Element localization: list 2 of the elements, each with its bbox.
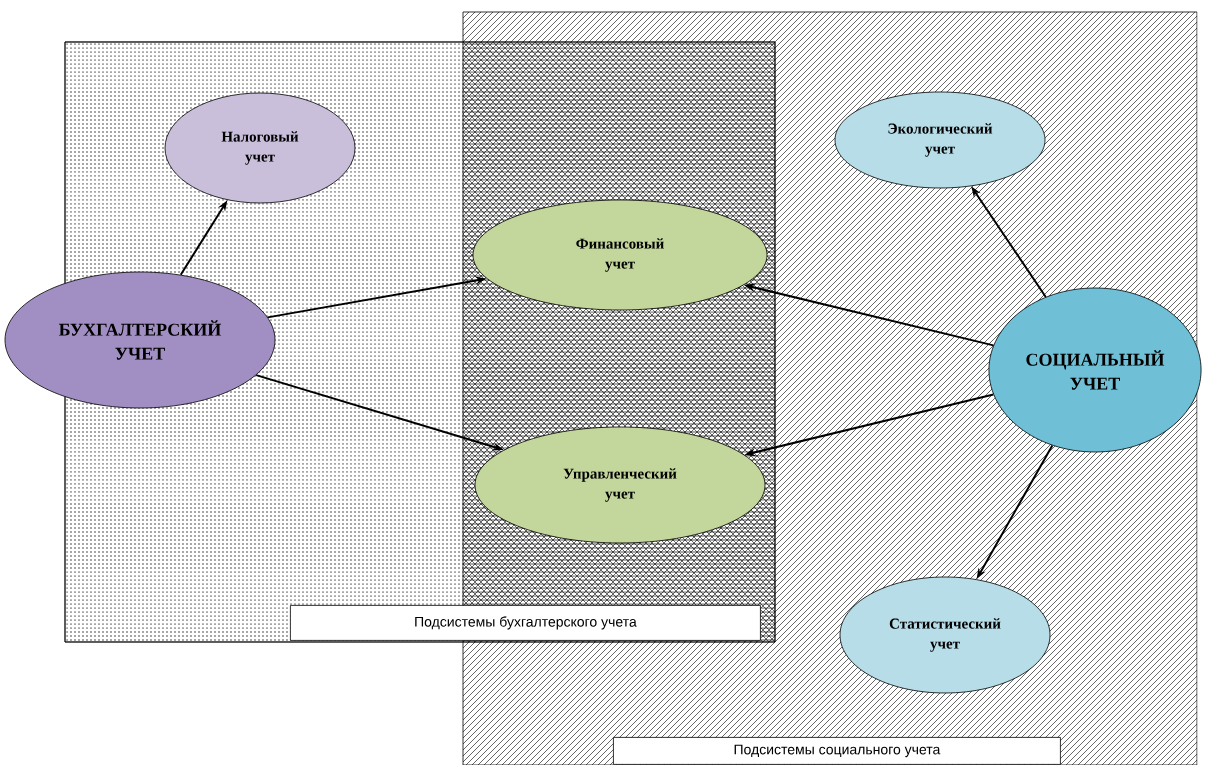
region-label: Подсистемы социального учета: [613, 737, 1061, 765]
region-label: Подсистемы бухгалтерского учета: [290, 605, 761, 641]
